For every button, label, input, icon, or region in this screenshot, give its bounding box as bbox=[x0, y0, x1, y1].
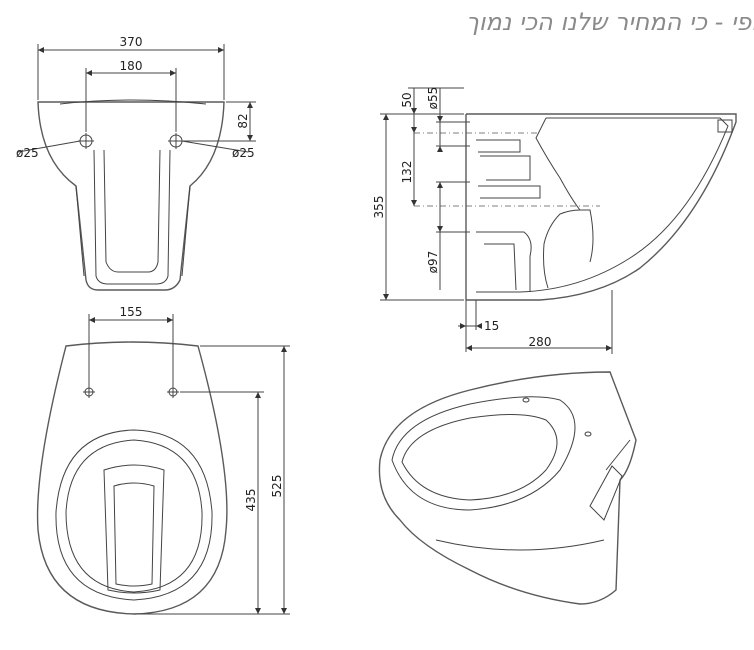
dim-plan-435: 435 bbox=[244, 489, 258, 512]
dim-side-280: 280 bbox=[529, 335, 552, 349]
dim-side-outlet: ø55 bbox=[426, 87, 440, 110]
dim-plan-spacing: 155 bbox=[120, 305, 143, 319]
dim-side-inlet: ø97 bbox=[426, 251, 440, 274]
page-caption: מחיר סופי - כי המחיר שלנו הכי נמוך bbox=[466, 8, 754, 36]
dim-hole-right: ø25 bbox=[232, 146, 255, 160]
dim-top-width: 370 bbox=[120, 35, 143, 49]
plan-view: 155 435 525 bbox=[36, 305, 290, 615]
plan-hole-right bbox=[167, 386, 179, 398]
front-hole-right bbox=[168, 133, 184, 149]
front-hole-left bbox=[78, 133, 94, 149]
side-section-view: 355 50 ø55 132 ø97 15 280 bbox=[372, 87, 737, 354]
dim-side-50: 50 bbox=[400, 92, 414, 107]
dim-top-spacing: 180 bbox=[120, 59, 143, 73]
dim-hole-left: ø25 bbox=[16, 146, 39, 160]
plan-hole-left bbox=[83, 386, 95, 398]
dim-plan-525: 525 bbox=[270, 475, 284, 498]
front-view: 370 180 82 ø25 ø25 bbox=[16, 35, 256, 291]
dim-side-15: 15 bbox=[484, 319, 499, 333]
perspective-view bbox=[378, 371, 637, 605]
dim-top-depth: 82 bbox=[236, 113, 250, 128]
dim-side-height: 355 bbox=[372, 196, 386, 219]
dim-side-132: 132 bbox=[400, 161, 414, 184]
